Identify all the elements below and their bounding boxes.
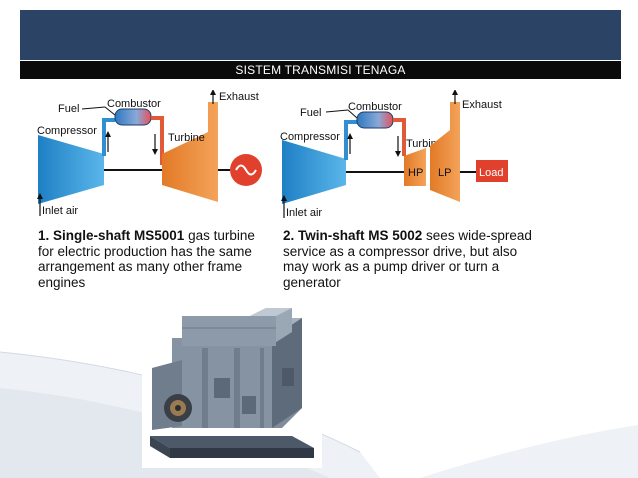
turbine-diagrams: Compressor Combustor Fuel Turbine Exhaus… [37,90,508,219]
fuel-line [104,106,116,116]
hp-turbine-shape [404,148,426,186]
inlet-air-label-2: Inlet air [286,207,322,219]
compressor-shape-2 [282,140,346,204]
lp-turbine-shape [430,102,460,202]
compressor-shape [38,135,104,204]
caption-twin-shaft: 2. Twin-shaft MS 5002 sees wide-spread s… [283,228,533,290]
caption-left-bold: 1. Single-shaft MS5001 [38,228,185,243]
compressor-duct-2 [344,120,357,160]
hp-label: HP [408,167,423,179]
load-box [476,160,508,182]
turbine-shape [162,102,218,202]
lp-label: LP [438,167,451,179]
caption-right-bold: 2. Twin-shaft MS 5002 [283,228,423,243]
exhaust-label: Exhaust [219,91,259,103]
turbine-duct-2 [393,118,406,156]
combustor-label: Combustor [107,98,161,110]
turbine-duct [151,116,164,165]
combustor-shape-2 [356,111,394,129]
generator-photo [142,308,322,468]
caption-left-text: gas turbine for electric production has … [38,228,255,290]
header-band [20,10,621,60]
caption-right-text: sees wide-spread service as a compressor… [283,228,532,290]
turbine-label: Turbine [168,132,205,144]
compressor-duct [102,118,115,156]
load-label: Load [479,167,503,179]
twin-shaft-diagram: Compressor Combustor Fuel HP Turbines LP… [280,90,508,219]
exhaust-label-2: Exhaust [462,99,502,111]
combustor-shape [114,108,152,126]
compressor-label-2: Compressor [280,131,340,143]
compressor-label: Compressor [37,125,97,137]
single-shaft-diagram: Compressor Combustor Fuel Turbine Exhaus… [37,90,262,217]
fuel-line-2 [347,109,358,119]
combustor-label-2: Combustor [348,101,402,113]
fuel-label: Fuel [58,103,79,115]
page-title: SISTEM TRANSMISI TENAGA [20,61,621,79]
inlet-air-label: Inlet air [42,205,78,217]
caption-single-shaft: 1. Single-shaft MS5001 gas turbine for e… [38,228,274,290]
sine-icon [235,164,257,176]
fuel-label-2: Fuel [300,107,321,119]
